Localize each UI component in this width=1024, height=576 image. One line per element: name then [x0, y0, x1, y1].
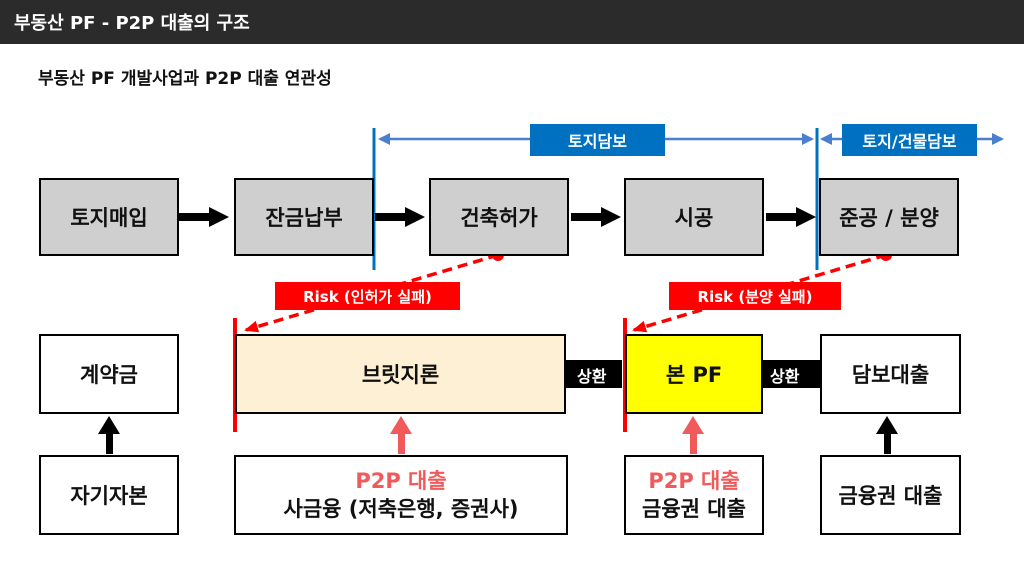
- repay-label-bridge: 상환: [577, 367, 607, 386]
- phase-label-land-building: 토지/건물담보: [842, 124, 977, 156]
- process-label: 시공: [674, 206, 714, 230]
- process-arrows: [179, 207, 816, 227]
- phase-label-land: 토지담보: [530, 124, 665, 156]
- process-label: 잔금납부: [265, 206, 343, 230]
- diagram-subtitle: 부동산 PF 개발사업과 P2P 대출 연관성: [38, 69, 332, 89]
- process-label: 건축허가: [460, 206, 538, 230]
- source-p2p-label: P2P 대출: [648, 468, 740, 493]
- process-construction: 시공: [624, 178, 764, 256]
- supply-arrows: [98, 416, 898, 454]
- risk-label-sales: Risk (분양 실패): [669, 282, 841, 310]
- process-label: 준공 / 분양: [839, 206, 939, 230]
- loan-label: 본 PF: [665, 363, 723, 387]
- source-equity: 자기자본: [39, 455, 179, 535]
- source-label: 금융권 대출: [838, 484, 943, 508]
- process-building-permit: 건축허가: [429, 178, 569, 256]
- process-label: 토지매입: [70, 206, 148, 230]
- loan-label: 계약금: [80, 363, 138, 387]
- page-title: 부동산 PF - P2P 대출의 구조: [14, 13, 250, 34]
- repay-label-pf: 상환: [770, 367, 800, 386]
- title-bar: 부동산 PF - P2P 대출의 구조: [0, 0, 1024, 44]
- process-land-purchase: 토지매입: [39, 178, 179, 256]
- source-main-pf: P2P 대출 금융권 대출: [624, 455, 764, 535]
- loan-bridge: 브릿지론: [235, 334, 566, 414]
- loan-label: 브릿지론: [361, 363, 440, 387]
- process-balance-payment: 잔금납부: [234, 178, 374, 256]
- source-secured: 금융권 대출: [820, 455, 961, 535]
- source-p2p-label: P2P 대출: [355, 468, 447, 493]
- source-financial-label: 금융권 대출: [642, 497, 746, 521]
- source-private-label: 사금융 (저축은행, 증권사): [283, 497, 519, 521]
- source-label: 자기자본: [70, 484, 148, 508]
- process-completion-sales: 준공 / 분양: [819, 178, 959, 256]
- source-bridge: P2P 대출 사금융 (저축은행, 증권사): [234, 455, 568, 535]
- risk-label-permit: Risk (인허가 실패): [275, 282, 460, 310]
- loan-main-pf: 본 PF: [625, 334, 763, 414]
- loan-secured: 담보대출: [820, 334, 961, 414]
- loan-deposit: 계약금: [39, 334, 179, 414]
- loan-label: 담보대출: [851, 363, 930, 387]
